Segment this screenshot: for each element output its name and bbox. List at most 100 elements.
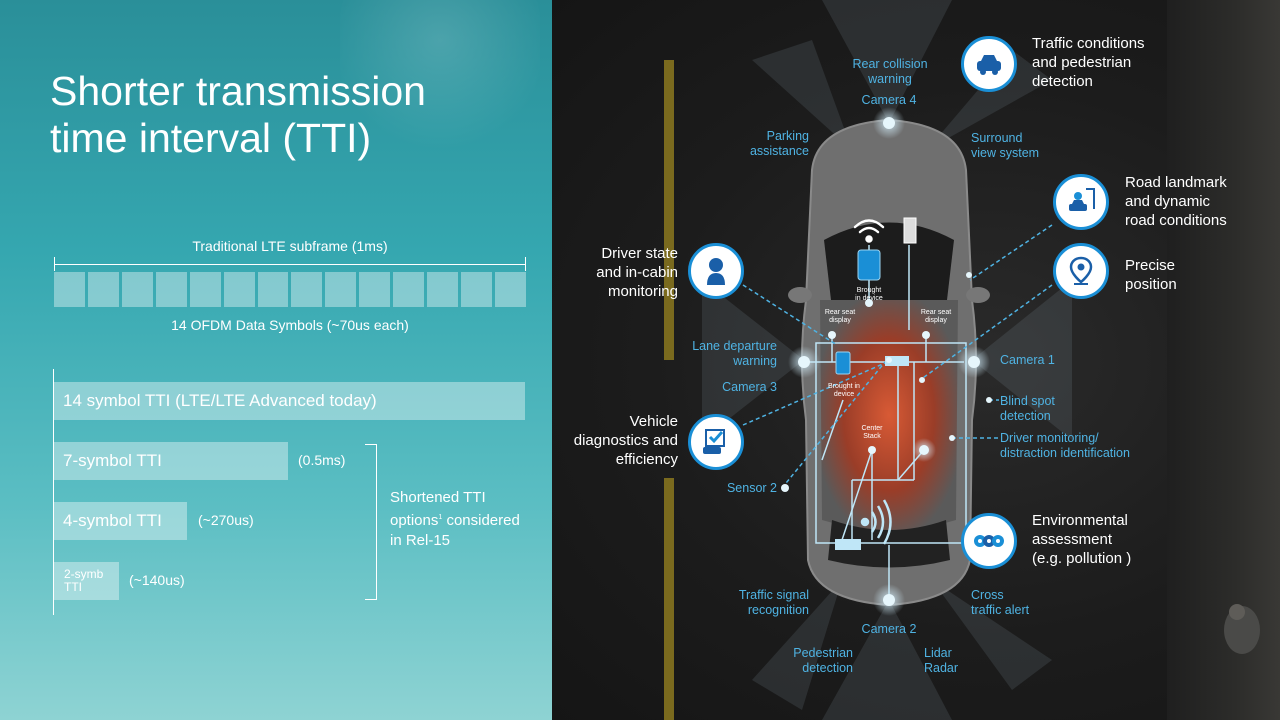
ofdm-symbol-cell [54, 272, 85, 307]
label-line: Lane departure [692, 339, 777, 353]
label-line: view system [971, 146, 1040, 160]
lane-departure-label: Lane departure warning [672, 339, 777, 369]
router-device [903, 217, 917, 244]
ofdm-symbol-cell [427, 272, 459, 307]
label-line: Driver monitoring/ [1000, 431, 1099, 445]
label-line: Driver state [601, 245, 678, 262]
label-line: Traffic signal [738, 588, 809, 602]
gateway-box [885, 356, 909, 366]
ofdm-symbol-cell [155, 272, 187, 307]
tiny-line: display [925, 317, 947, 324]
tiny-line: Brought [856, 287, 882, 294]
rear-seat-display-left-label: Rear seat display [815, 309, 865, 325]
label-line: road conditions [1125, 212, 1227, 229]
tiny-line: device [833, 391, 855, 398]
label-line: Parking [766, 129, 809, 143]
options-label-line-2: options1 considered [390, 508, 540, 531]
subframe-bracket [54, 257, 526, 271]
tiny-line: in device [855, 295, 883, 302]
feature-connectors [742, 224, 1053, 489]
label-line: Pedestrian [793, 646, 853, 660]
tiny-line: Center [861, 425, 883, 432]
parking-assistance-label: Parking assistance [732, 129, 809, 159]
tti-bar-4-symbol: 4-symbol TTI [54, 502, 187, 540]
road-landmark-icon [1053, 174, 1109, 230]
label-line: Blind spot [1000, 394, 1055, 408]
brought-in-device-top-label: Brought in device [845, 287, 893, 303]
ofdm-symbol-cell [393, 272, 425, 307]
symbols-label: 14 OFDM Data Symbols (~70us each) [171, 317, 409, 333]
ofdm-symbol-cell [359, 272, 391, 307]
traffic-conditions-icon [961, 36, 1017, 92]
car-diagram [664, 0, 1260, 720]
tti-bar-label-line-1: 2-symb [64, 567, 104, 581]
brought-in-device-mid-label: Brought in device [818, 383, 870, 399]
tti-axis-line [53, 369, 54, 615]
options-label-word: considered [442, 512, 520, 529]
ofdm-symbol-cell [223, 272, 255, 307]
rear-collision-label: Rear collision warning [842, 57, 938, 87]
environmental-label: Environmental assessment (e.g. pollution… [1032, 511, 1182, 568]
sensor-nodes [781, 107, 992, 616]
sensor-beams [702, 0, 1072, 720]
ofdm-symbols-row [54, 272, 526, 307]
tti-value-7-symbol: (0.5ms) [298, 452, 346, 468]
pedestrian-figure [1224, 604, 1260, 654]
pedestrian-detection-label: Pedestrian detection [772, 646, 853, 676]
precise-position-label: Precise position [1125, 256, 1245, 294]
label-line: Vehicle [629, 413, 678, 430]
driver-state-label: Driver state and in-cabin monitoring [564, 244, 678, 301]
label-line: Environmental [1032, 512, 1128, 529]
label-line: Surround [971, 131, 1023, 145]
options-label: Shortened TTI options1 considered in Rel… [390, 488, 540, 551]
title-line-1: Shorter transmission [50, 68, 426, 114]
label-line: Traffic conditions [1032, 35, 1145, 52]
tiny-line: Rear seat [920, 309, 952, 316]
label-line: detection [802, 661, 853, 675]
options-label-line-3: in Rel-15 [390, 532, 451, 549]
label-line: assistance [749, 144, 809, 158]
left-mirror [788, 287, 812, 303]
road-line-bottom [664, 478, 674, 720]
surround-view-label: Surround view system [971, 131, 1071, 161]
traffic-conditions-label: Traffic conditions and pedestrian detect… [1032, 34, 1182, 91]
label-line: and dynamic [1125, 193, 1211, 210]
tti-bar-2-symbol: 2-symb TTI [54, 562, 119, 600]
subframe-label: Traditional LTE subframe (1ms) [192, 238, 388, 254]
location-pin-icon [1053, 243, 1109, 299]
label-line: detection [1032, 73, 1093, 90]
label-line: assessment [1032, 531, 1113, 548]
left-panel: Shorter transmission time interval (TTI)… [0, 0, 552, 720]
right-mirror [966, 287, 990, 303]
tti-value-2-symbol: (~140us) [129, 572, 185, 588]
vehicle-diagnostics-icon [688, 414, 744, 470]
label-line: Rear collision [852, 57, 928, 71]
tti-bar-label: 7-symbol TTI [63, 451, 162, 470]
center-stack-label: Center Stack [852, 425, 892, 441]
ofdm-symbol-cell [257, 272, 289, 307]
windshield [824, 222, 954, 300]
ofdm-symbol-cell [189, 272, 221, 307]
label-line: recognition [747, 603, 809, 617]
label-line: (e.g. pollution ) [1032, 550, 1132, 567]
camera-4-label: Camera 4 [861, 93, 917, 107]
tiny-line: Stack [863, 433, 881, 440]
broadcast-icon [860, 499, 892, 545]
ofdm-symbol-cell [291, 272, 323, 307]
label-line: distraction identification [1000, 446, 1130, 460]
tti-bar-label: 4-symbol TTI [63, 511, 162, 530]
road-line-top [664, 60, 674, 360]
cross-traffic-label: Cross traffic alert [971, 588, 1061, 618]
rear-seat-display-right-label: Rear seat display [911, 309, 961, 325]
footnote-marker: 1 [438, 514, 443, 521]
label-line: Radar [924, 661, 959, 675]
ofdm-symbol-cell [494, 272, 526, 307]
label-line: Cross [971, 588, 1004, 602]
driver-monitoring-label: Driver monitoring/ distraction identific… [1000, 431, 1160, 461]
ofdm-symbol-cell [87, 272, 119, 307]
vehicle-diagnostics-label: Vehicle diagnostics and efficiency [558, 412, 678, 469]
label-line: warning [733, 354, 777, 368]
right-panel: Rear collision warning Camera 4 Parking … [552, 0, 1280, 720]
options-bracket [365, 444, 377, 600]
brought-in-device-mid [835, 351, 851, 375]
